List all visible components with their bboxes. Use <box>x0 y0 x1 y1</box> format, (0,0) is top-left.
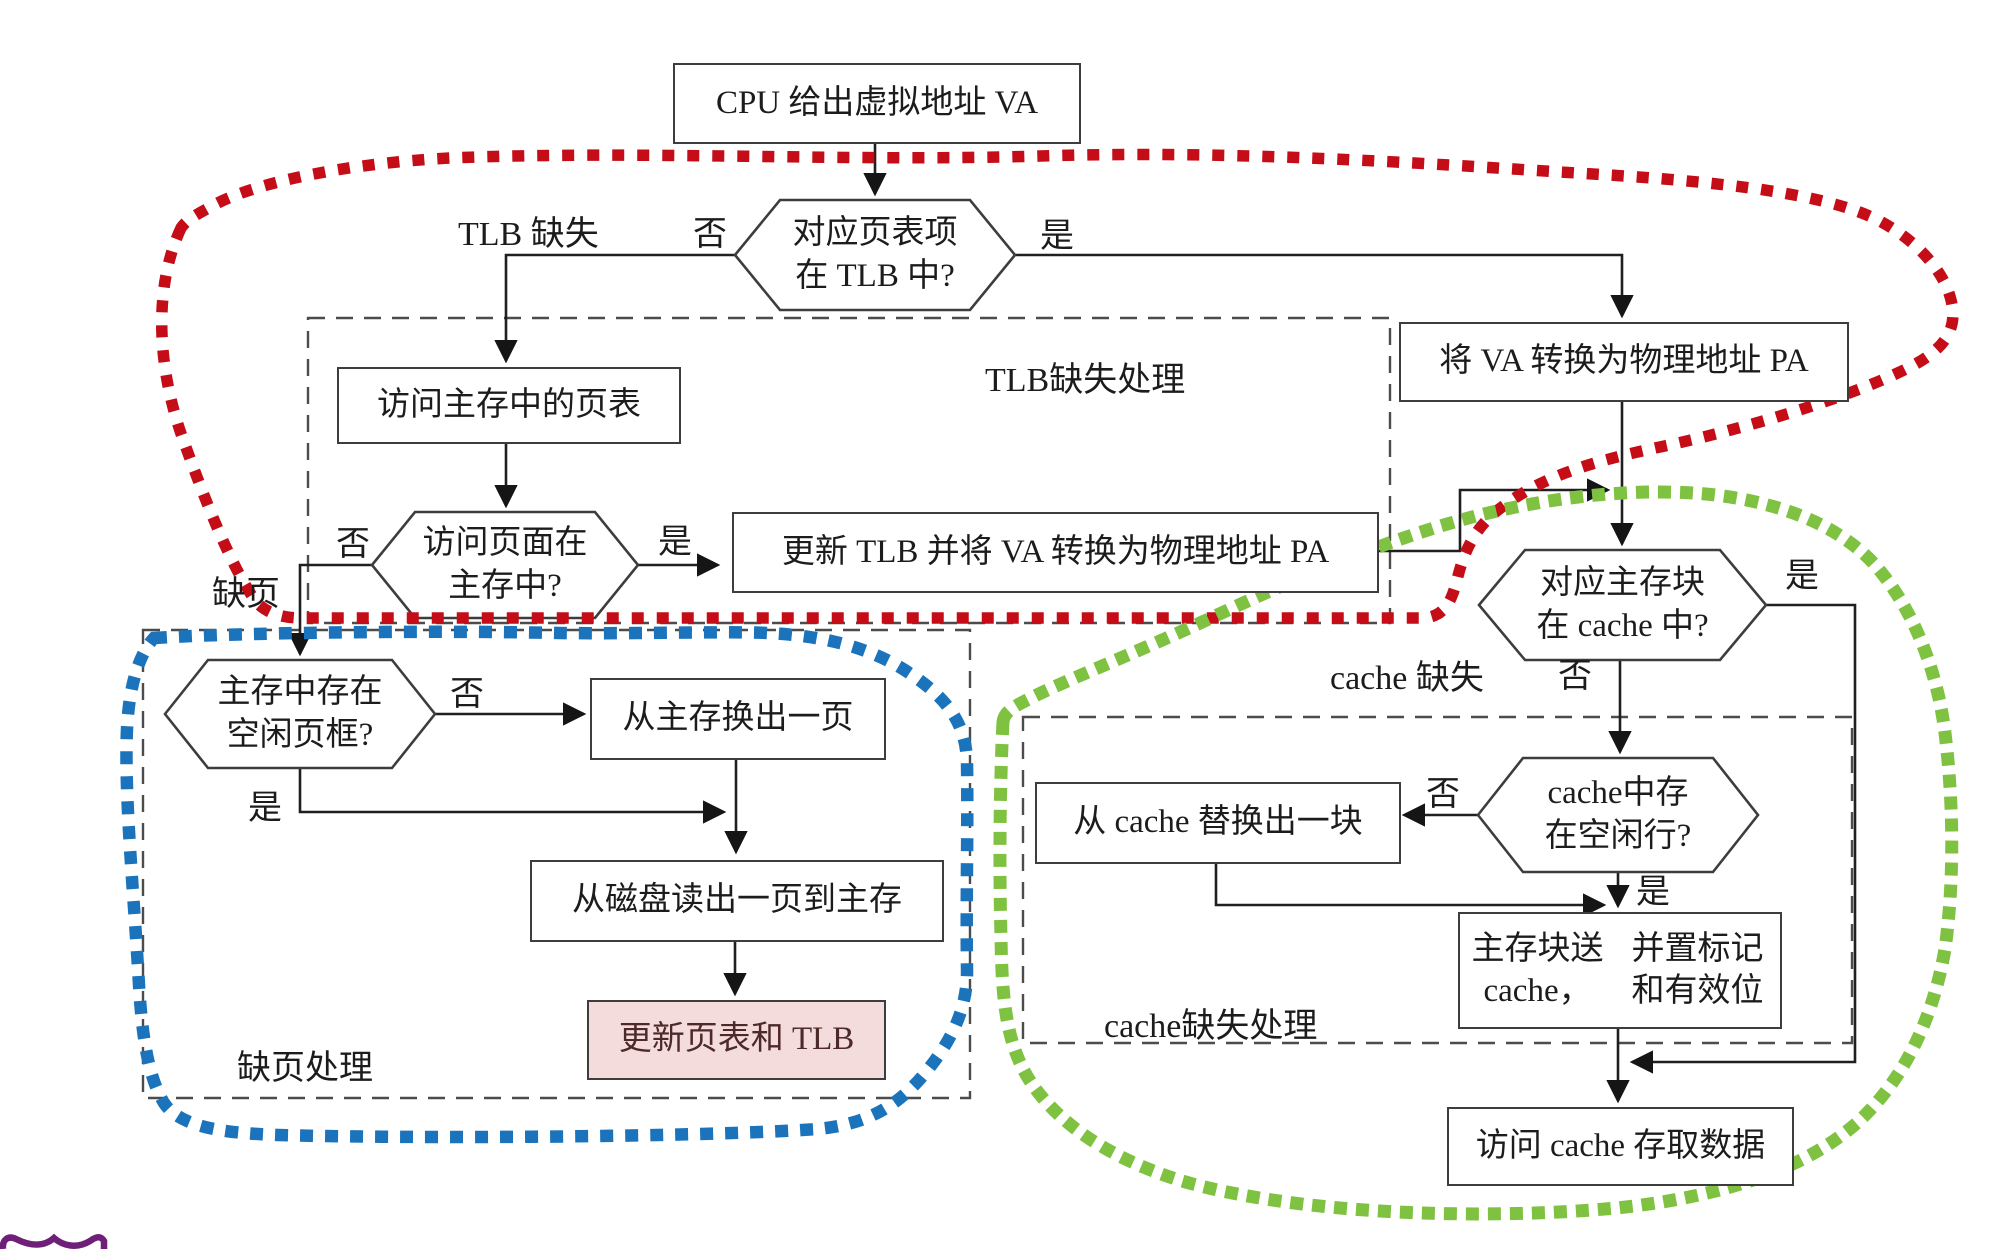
decision-in-tlb-shape <box>733 198 1017 312</box>
edge-updatetlb-to-mainline <box>1375 478 1611 553</box>
node-update-tlb-translate: 更新 TLB 并将 VA 转换为物理地址 PA <box>732 512 1379 593</box>
label-no-page-in-memory: 否 <box>336 526 370 563</box>
decision-free-line-line1: cache中存 <box>1547 775 1689 812</box>
label-yes-tlb: 是 <box>1040 218 1074 255</box>
decision-free-frame-line2: 空闲页框? <box>226 717 374 753</box>
node-evict-cache-line: 从 cache 替换出一块 <box>1035 782 1401 864</box>
label-no-block-in-cache: 否 <box>1558 658 1592 695</box>
label-page-fault: 缺页 <box>212 576 280 613</box>
label-yes-block-in-cache: 是 <box>1785 558 1819 595</box>
decision-block-in-cache-line2: 在 cache 中? <box>1536 608 1709 644</box>
logo-purple-crown-icon <box>0 1233 108 1249</box>
decision-block-in-cache-line1: 对应主存块 <box>1540 565 1705 602</box>
node-update-pagetable-tlb: 更新页表和 TLB <box>587 1000 886 1080</box>
decision-in-tlb-line2: 在 TLB 中? <box>795 258 955 294</box>
node-load-block-line2: 并置标记和有效位 <box>1631 931 1764 1009</box>
region-tlb-miss-handling-box <box>306 316 1392 625</box>
edge-evictline-to-join <box>1214 860 1607 917</box>
label-page-fault-handling: 缺页处理 <box>237 1050 373 1087</box>
node-evict-page: 从主存换出一页 <box>590 678 886 760</box>
annotation-red-loop <box>156 148 1959 624</box>
node-access-page-table: 访问主存中的页表 <box>337 367 681 444</box>
decision-free-frame: 主存中存在 空闲页框? <box>165 660 435 768</box>
decision-free-line-line2: 在空闲行? <box>1544 818 1692 854</box>
edge-tlb-no-to-pagetable <box>494 253 735 364</box>
decision-free-frame-line1: 主存中存在 <box>217 674 383 711</box>
node-read-page-from-disk: 从磁盘读出一页到主存 <box>530 860 944 942</box>
label-no-free-line: 否 <box>1426 776 1460 813</box>
node-access-cache-data: 访问 cache 存取数据 <box>1447 1107 1794 1186</box>
decision-free-line: cache中存 在空闲行? <box>1478 758 1758 872</box>
label-no-tlb: 否 <box>693 216 727 253</box>
label-yes-free-line: 是 <box>1636 874 1670 911</box>
decision-block-in-cache-shape <box>1477 548 1768 662</box>
region-page-fault-handling-box <box>141 628 972 1100</box>
decision-page-in-memory: 访问页面在 主存中? <box>372 512 638 618</box>
decision-page-in-memory-line1: 访问页面在 <box>422 525 588 562</box>
decision-page-in-memory-line2: 主存中? <box>448 568 562 604</box>
decision-block-in-cache: 对应主存块 在 cache 中? <box>1479 550 1766 660</box>
node-load-block-to-cache: 主存块送 cache， 并置标记和有效位 <box>1458 912 1782 1029</box>
node-translate-va-to-pa: 将 VA 转换为物理地址 PA <box>1399 322 1849 402</box>
edge-cache-yes-to-accesscache <box>1629 603 1857 1074</box>
label-cache-miss: cache 缺失 <box>1330 660 1484 697</box>
decision-free-line-shape <box>1476 756 1760 874</box>
label-yes-page-in-memory: 是 <box>658 524 692 561</box>
node-load-block-line1: 主存块送 cache， <box>1471 931 1604 1009</box>
label-no-free-frame: 否 <box>450 676 484 713</box>
label-tlb-miss-handling: TLB缺失处理 <box>985 362 1186 399</box>
decision-in-tlb: 对应页表项 在 TLB 中? <box>735 200 1015 310</box>
label-yes-free-frame: 是 <box>248 790 282 827</box>
edge-inmem-no-to-freeframe <box>288 563 372 657</box>
edge-freeframe-yes-to-join <box>298 768 727 824</box>
region-cache-miss-handling-box <box>1021 715 1854 1045</box>
label-tlb-miss: TLB 缺失 <box>458 216 599 253</box>
edge-tlb-yes-to-translate <box>1015 253 1634 319</box>
decision-free-frame-shape <box>163 658 437 770</box>
decision-in-tlb-line1: 对应页表项 <box>792 215 958 252</box>
label-cache-miss-handling: cache缺失处理 <box>1104 1008 1318 1045</box>
node-cpu-virtual-address: CPU 给出虚拟地址 VA <box>673 63 1081 144</box>
